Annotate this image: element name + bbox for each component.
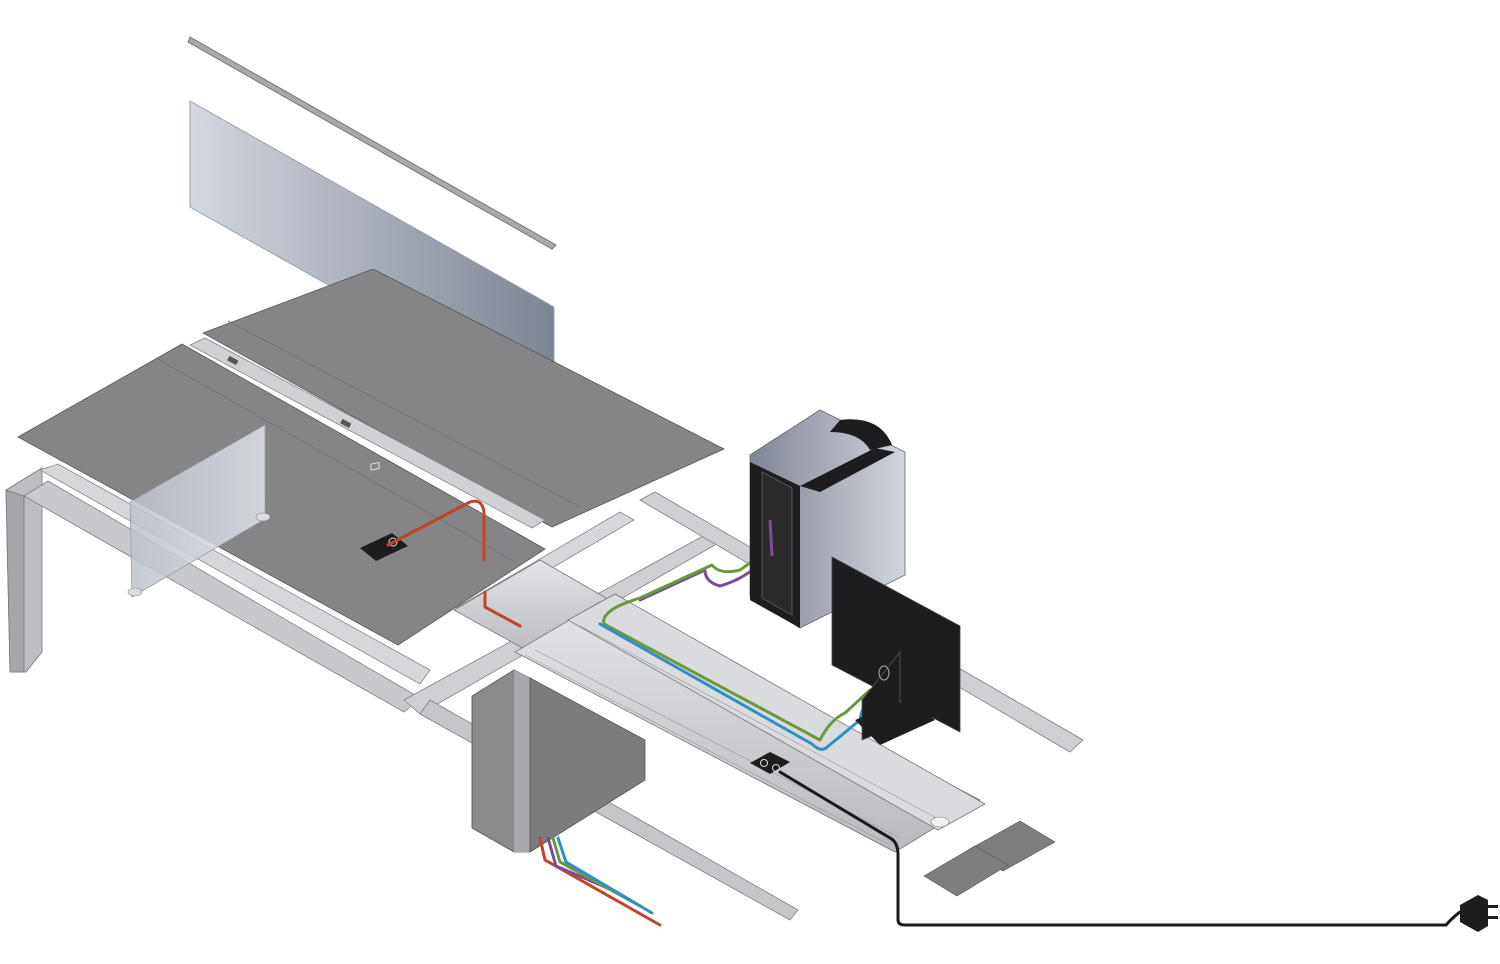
socket-icon: [760, 759, 768, 767]
cable-trays: [453, 559, 986, 853]
grommet-icon: [340, 418, 352, 428]
desktop-front-panel: [17, 343, 546, 646]
rear-frame-rail: [189, 337, 546, 529]
red-cable: [386, 499, 662, 927]
black-power-cable: [778, 770, 1462, 927]
modesty-panel: [127, 424, 271, 598]
socket-icon: [388, 537, 398, 547]
screen-top-rail: [187, 36, 557, 250]
plug-icon: [1460, 895, 1498, 932]
monitor: [831, 556, 961, 745]
vertical-cable-spine: [471, 669, 646, 853]
socket-icon: [772, 764, 780, 772]
tray-end-covers: [923, 820, 1056, 897]
grommet-icon: [227, 355, 239, 365]
computer-tower: [749, 409, 906, 629]
tray-socket-module: [750, 752, 790, 774]
